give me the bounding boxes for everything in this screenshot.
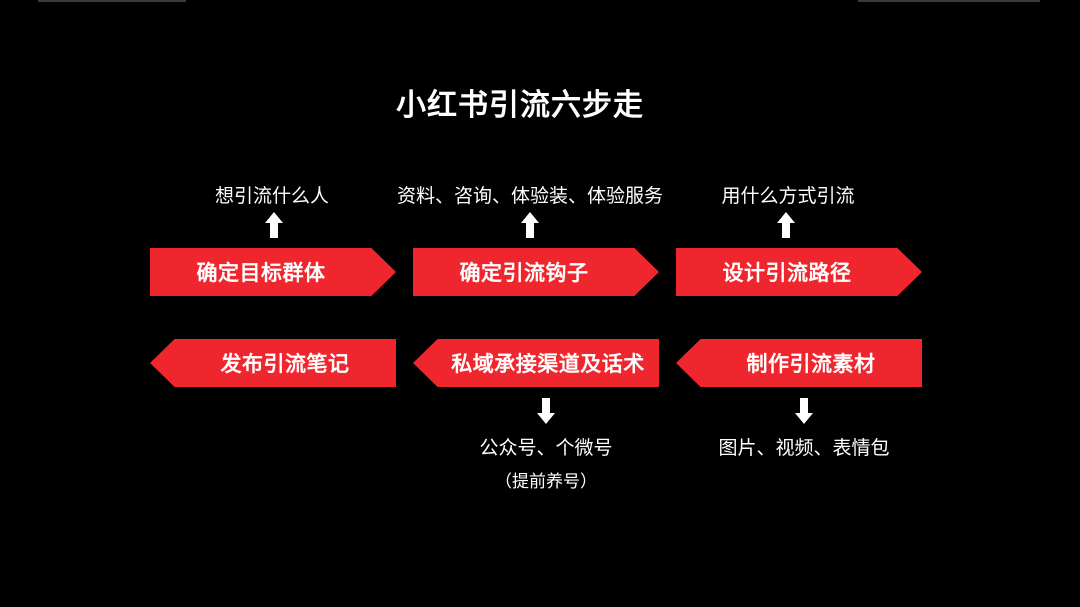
note-private-subnote: （提前养号） bbox=[495, 472, 597, 492]
arrow-up-icon bbox=[777, 212, 795, 238]
arrow-up-icon bbox=[265, 212, 283, 238]
step-materials: 制作引流素材 bbox=[676, 339, 922, 387]
note-materials: 图片、视频、表情包 bbox=[718, 437, 890, 459]
note-hook: 资料、咨询、体验装、体验服务 bbox=[396, 185, 663, 207]
diagram-title: 小红书引流六步走 bbox=[396, 88, 644, 123]
note-private-channels: 公众号、个微号 bbox=[479, 437, 613, 459]
note-target-group: 想引流什么人 bbox=[214, 185, 329, 207]
top-edge-line-left bbox=[38, 0, 186, 2]
step-hook: 确定引流钩子 bbox=[413, 248, 659, 296]
arrow-down-icon bbox=[795, 398, 813, 424]
note-path: 用什么方式引流 bbox=[721, 185, 855, 207]
step-private-domain: 私域承接渠道及话术 bbox=[413, 339, 659, 387]
step-path: 设计引流路径 bbox=[676, 248, 922, 296]
arrow-up-icon bbox=[521, 212, 539, 238]
arrow-down-icon bbox=[537, 398, 555, 424]
step-publish-notes: 发布引流笔记 bbox=[150, 339, 396, 387]
step-target-group: 确定目标群体 bbox=[150, 248, 396, 296]
top-edge-line-right bbox=[858, 0, 1040, 2]
